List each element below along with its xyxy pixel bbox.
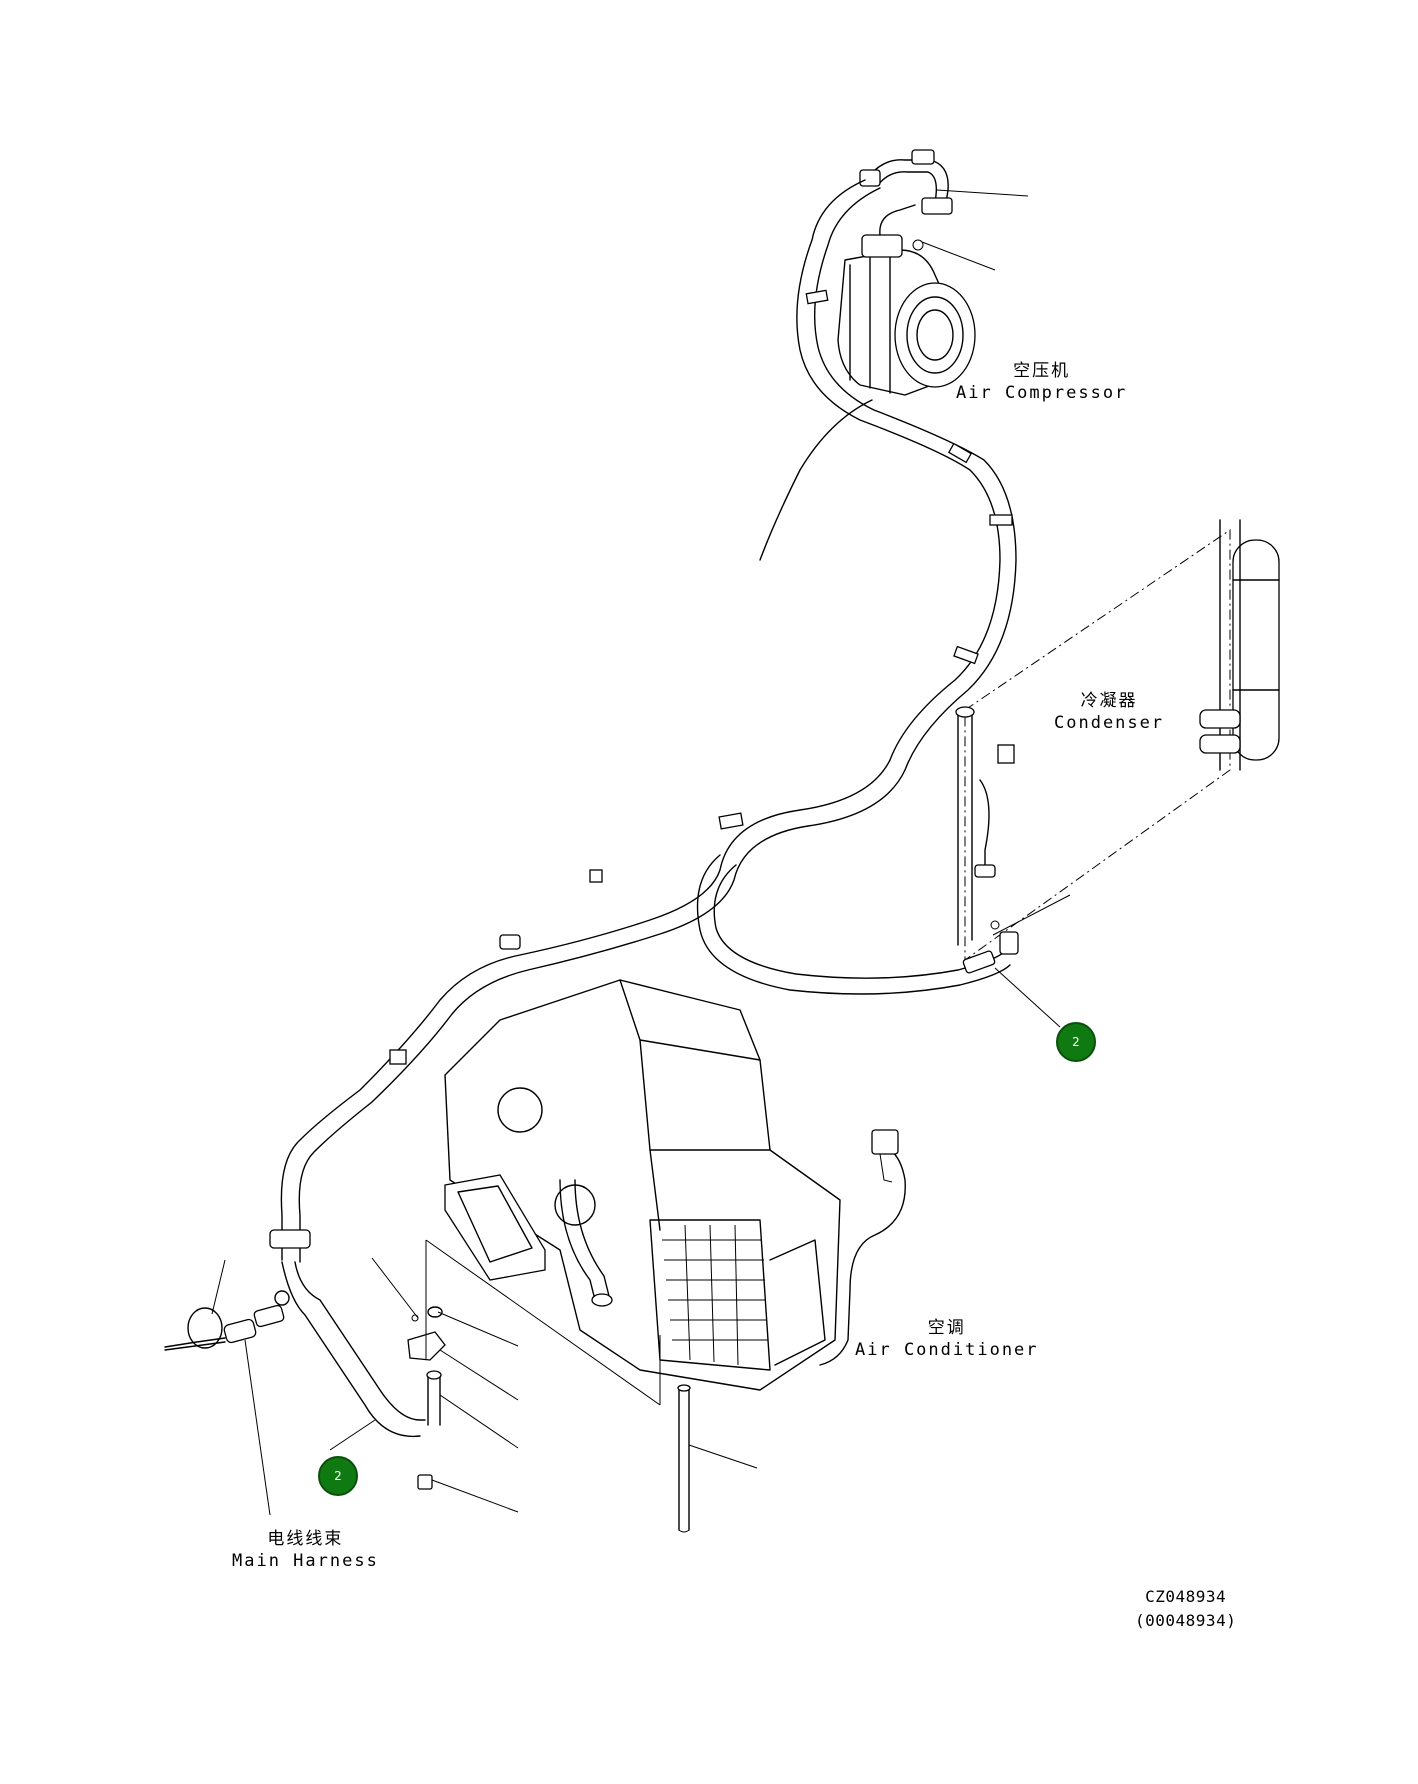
leader-lines (211, 189, 1071, 1516)
label-main-harness-en: Main Harness (232, 1551, 379, 1571)
callout-harness-pipe[interactable]: 2 (318, 1456, 358, 1496)
compressor-fittings-drawing (859, 149, 953, 215)
drawing-code-secondary: (00048934) (1135, 1611, 1237, 1630)
drawing-code: CZ048934 (00048934) (1135, 1585, 1236, 1633)
label-condenser-en: Condenser (1054, 713, 1165, 733)
label-air-compressor: 空压机 Air Compressor (956, 360, 1127, 404)
label-air-conditioner-cn: 空调 (927, 1318, 966, 1338)
condenser-fitting-drawing (962, 920, 1019, 974)
label-air-compressor-en: Air Compressor (956, 383, 1128, 403)
label-main-harness: 电线线束 Main Harness (232, 1528, 379, 1572)
label-main-harness-cn: 电线线束 (267, 1529, 344, 1549)
label-air-conditioner: 空调 Air Conditioner (855, 1317, 1039, 1361)
label-condenser-cn: 冷凝器 (1080, 691, 1138, 711)
refrigerant-hoses-drawing (269, 179, 1017, 1438)
callout-condenser-fitting[interactable]: 2 (1056, 1022, 1096, 1062)
harness-fittings-drawing (164, 1290, 691, 1533)
label-condenser: 冷凝器 Condenser (1054, 690, 1164, 734)
label-air-compressor-cn: 空压机 (1013, 361, 1071, 381)
air-conditioner-drawing (444, 979, 906, 1391)
condenser-drawing (955, 519, 1280, 961)
drawing-code-primary: CZ048934 (1145, 1587, 1227, 1606)
air-compressor-drawing (837, 204, 976, 396)
label-air-conditioner-en: Air Conditioner (855, 1340, 1039, 1360)
